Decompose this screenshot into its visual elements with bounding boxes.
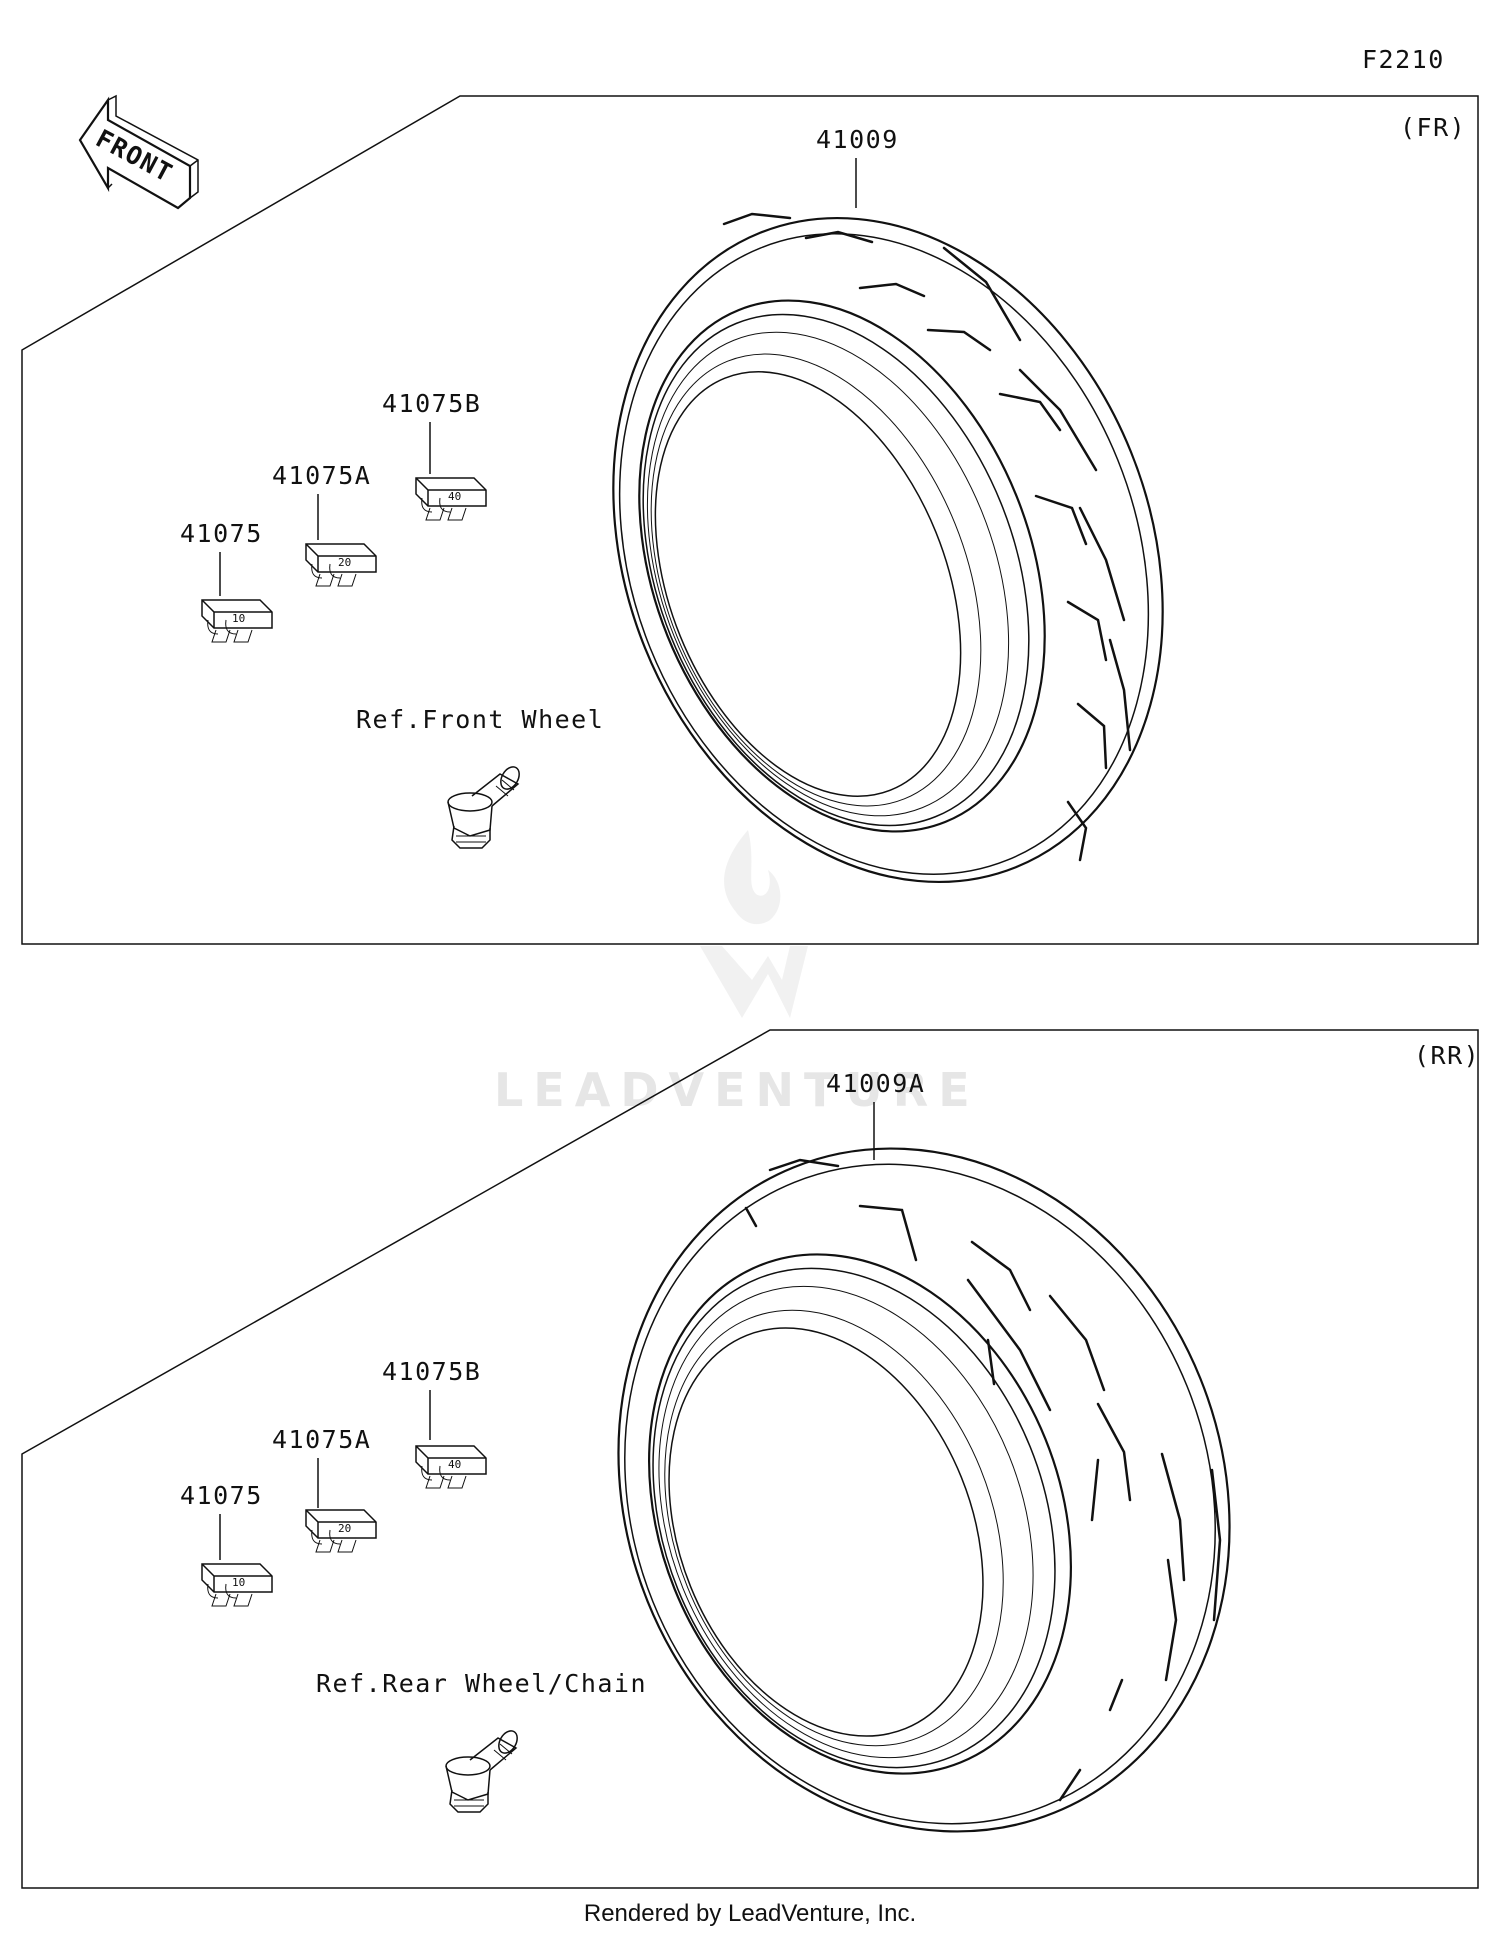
rear-valve-reference: Ref.Rear Wheel/Chain (316, 1669, 647, 1698)
watermark-text: LEADVENTURE (494, 1063, 980, 1117)
front-balance-weight-20: 20 (305, 543, 377, 587)
svg-text:20: 20 (338, 556, 351, 569)
rear-balance-weight-40: 40 (415, 1445, 487, 1489)
svg-text:10: 10 (232, 1576, 245, 1589)
rear-section-label: (RR) (1414, 1041, 1480, 1070)
rear-tire-part-number: 41009A (826, 1069, 925, 1098)
front-weight-part-number: 41075 (180, 519, 263, 548)
rear-balance-weight-20: 20 (305, 1509, 377, 1553)
front-weight-part-number: 41075A (272, 461, 371, 490)
front-valve-reference: Ref.Front Wheel (356, 705, 604, 734)
front-arrow-label: FRONT (91, 124, 178, 188)
rear-valve-stem-icon (445, 1726, 522, 1813)
figure-code: F2210 (1362, 45, 1445, 74)
front-weight-part-number: 41075B (382, 389, 481, 418)
rear-panel: (RR) 41009A (21, 1029, 1480, 1889)
watermark-logo-icon (700, 830, 808, 1018)
rear-weight-part-number: 41075B (382, 1357, 481, 1386)
front-tire (612, 212, 1164, 884)
front-balance-weight-40: 40 (415, 477, 487, 521)
rear-tire (617, 1147, 1231, 1833)
svg-text:40: 40 (448, 490, 461, 503)
footer-credit: Rendered by LeadVenture, Inc. (583, 1900, 917, 1927)
svg-text:40: 40 (448, 1458, 461, 1471)
front-panel: (FR) 41009 (21, 95, 1479, 945)
front-tread-pattern (722, 212, 1132, 862)
rear-weight-part-number: 41075 (180, 1481, 263, 1510)
rear-tread-pattern (744, 1158, 1222, 1802)
svg-text:20: 20 (338, 1522, 351, 1535)
rear-weight-part-number: 41075A (272, 1425, 371, 1454)
front-valve-stem-icon (447, 762, 524, 849)
rear-balance-weight-10: 10 (201, 1563, 273, 1607)
front-balance-weight-10: 10 (201, 599, 273, 643)
front-tire-part-number: 41009 (816, 125, 899, 154)
svg-text:10: 10 (232, 612, 245, 625)
front-section-label: (FR) (1400, 113, 1466, 142)
front-arrow-icon: FRONT (78, 94, 199, 210)
